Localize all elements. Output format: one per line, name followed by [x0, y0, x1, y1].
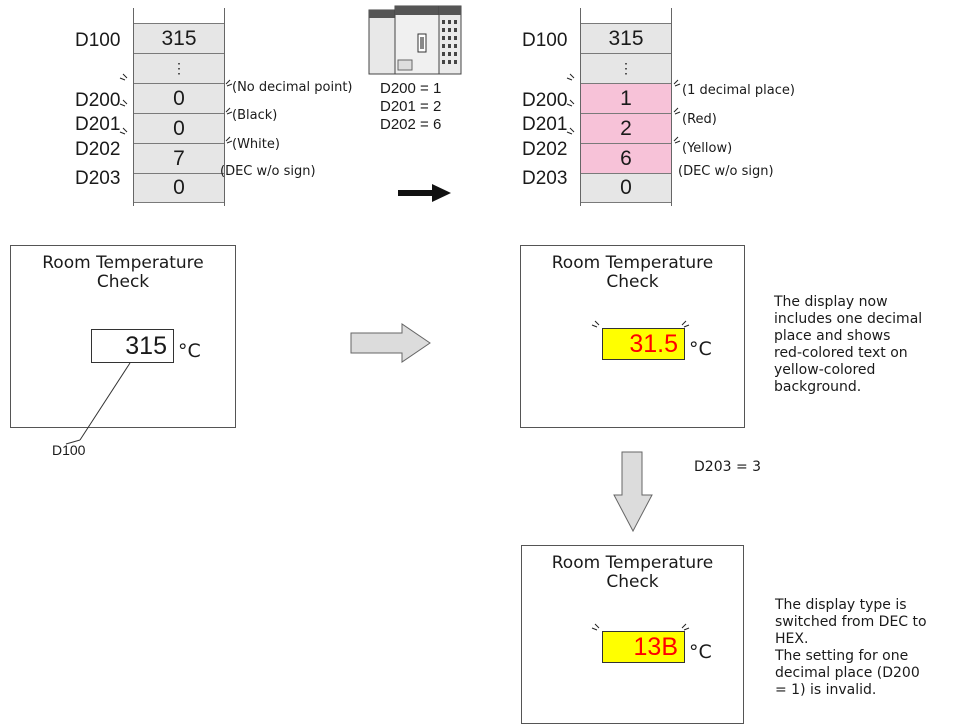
display-screen-after: Room Temperature Check 31.5 °C — [520, 245, 745, 428]
register-note-d203: (DEC w/o sign) — [678, 164, 774, 179]
register-cell-d203: 0 — [134, 173, 224, 203]
plc-line-d201: D201 = 2 — [380, 98, 442, 115]
register-label-d201: D201 — [75, 114, 121, 135]
description-line: includes one decimal — [774, 311, 923, 327]
register-note-d202: (White) — [232, 137, 280, 152]
display-screen-before: Room Temperature Check 315 °C — [10, 245, 236, 428]
description-line: place and shows — [774, 328, 891, 344]
description-line: The display now — [774, 294, 888, 310]
register-label-d201: D201 — [522, 114, 568, 135]
screen-title-line1: Room Temperature — [551, 553, 714, 573]
register-note-d201: (Red) — [682, 112, 717, 127]
register-label-d200: D200 — [75, 90, 121, 111]
register-cell-d202: 6 — [581, 143, 671, 173]
register-cell-d201: 2 — [581, 113, 671, 143]
register-note-d200: (No decimal point) — [232, 80, 353, 95]
register-column: 315 ⋮ 0 0 7 0 — [133, 8, 225, 206]
numeric-display: 31.5 — [602, 328, 685, 360]
description-line: = 1) is invalid. — [775, 682, 877, 698]
tick-marks — [591, 320, 690, 328]
step-label: D203 = 3 — [694, 459, 762, 475]
register-note-d203: (DEC w/o sign) — [220, 164, 316, 179]
tick-marks — [591, 623, 690, 631]
register-cell-d100: 315 — [581, 23, 671, 53]
register-cell-d200: 0 — [134, 83, 224, 113]
plc-icon — [368, 4, 464, 81]
register-cell-d201: 0 — [134, 113, 224, 143]
register-label-d200: D200 — [522, 90, 568, 111]
display-screen-hex: Room Temperature Check 13B °C — [521, 545, 744, 724]
description-line: HEX. — [775, 631, 809, 647]
plc-values: D200 = 1 D201 = 2 D202 = 6 — [380, 80, 441, 134]
numeric-display: 13B — [602, 631, 685, 663]
register-cell-d202: 7 — [134, 143, 224, 173]
register-cell-ellipsis: ⋮ — [134, 53, 224, 83]
register-label-d100: D100 — [75, 30, 121, 51]
register-note-d202: (Yellow) — [682, 141, 733, 156]
description-line: decimal place (D200 — [775, 665, 920, 681]
unit-label: °C — [178, 340, 201, 362]
description-line: red-colored text on — [774, 345, 908, 361]
screen-title-line2: Check — [96, 272, 150, 292]
screen-title-line1: Room Temperature — [42, 253, 204, 273]
register-label-d203: D203 — [522, 168, 568, 189]
description-after: The display now includes one decimal pla… — [774, 294, 922, 396]
down-arrow-icon — [612, 451, 654, 538]
right-arrow-icon — [350, 323, 432, 368]
numeric-display: 315 — [91, 329, 174, 363]
screen-title-line1: Room Temperature — [551, 253, 714, 273]
register-cell-d100: 315 — [134, 23, 224, 53]
register-label-d203: D203 — [75, 168, 121, 189]
register-note-d200: (1 decimal place) — [682, 83, 795, 98]
screen-title-line2: Check — [606, 272, 659, 292]
unit-label: °C — [689, 338, 712, 360]
unit-label: °C — [689, 641, 712, 663]
register-cell-ellipsis: ⋮ — [581, 53, 671, 83]
register-cell-d203: 0 — [581, 173, 671, 203]
screen-title-line2: Check — [606, 572, 659, 592]
register-label-d100: D100 — [522, 30, 568, 51]
description-line: yellow-colored — [774, 362, 876, 378]
register-label-d202: D202 — [75, 139, 121, 160]
register-note-d201: (Black) — [232, 108, 278, 123]
register-column: 315 ⋮ 1 2 6 0 — [580, 8, 672, 206]
register-cell-d200: 1 — [581, 83, 671, 113]
register-label-d202: D202 — [522, 139, 568, 160]
plc-line-d200: D200 = 1 — [380, 80, 442, 97]
plc-line-d202: D202 = 6 — [380, 116, 442, 133]
transfer-arrow-icon — [398, 183, 452, 208]
pointer-label-d100: D100 — [52, 442, 86, 458]
description-line: switched from DEC to — [775, 614, 927, 630]
description-hex: The display type is switched from DEC to… — [775, 597, 927, 699]
description-line: The display type is — [775, 597, 907, 613]
description-line: background. — [774, 379, 862, 395]
description-line: The setting for one — [775, 648, 909, 664]
